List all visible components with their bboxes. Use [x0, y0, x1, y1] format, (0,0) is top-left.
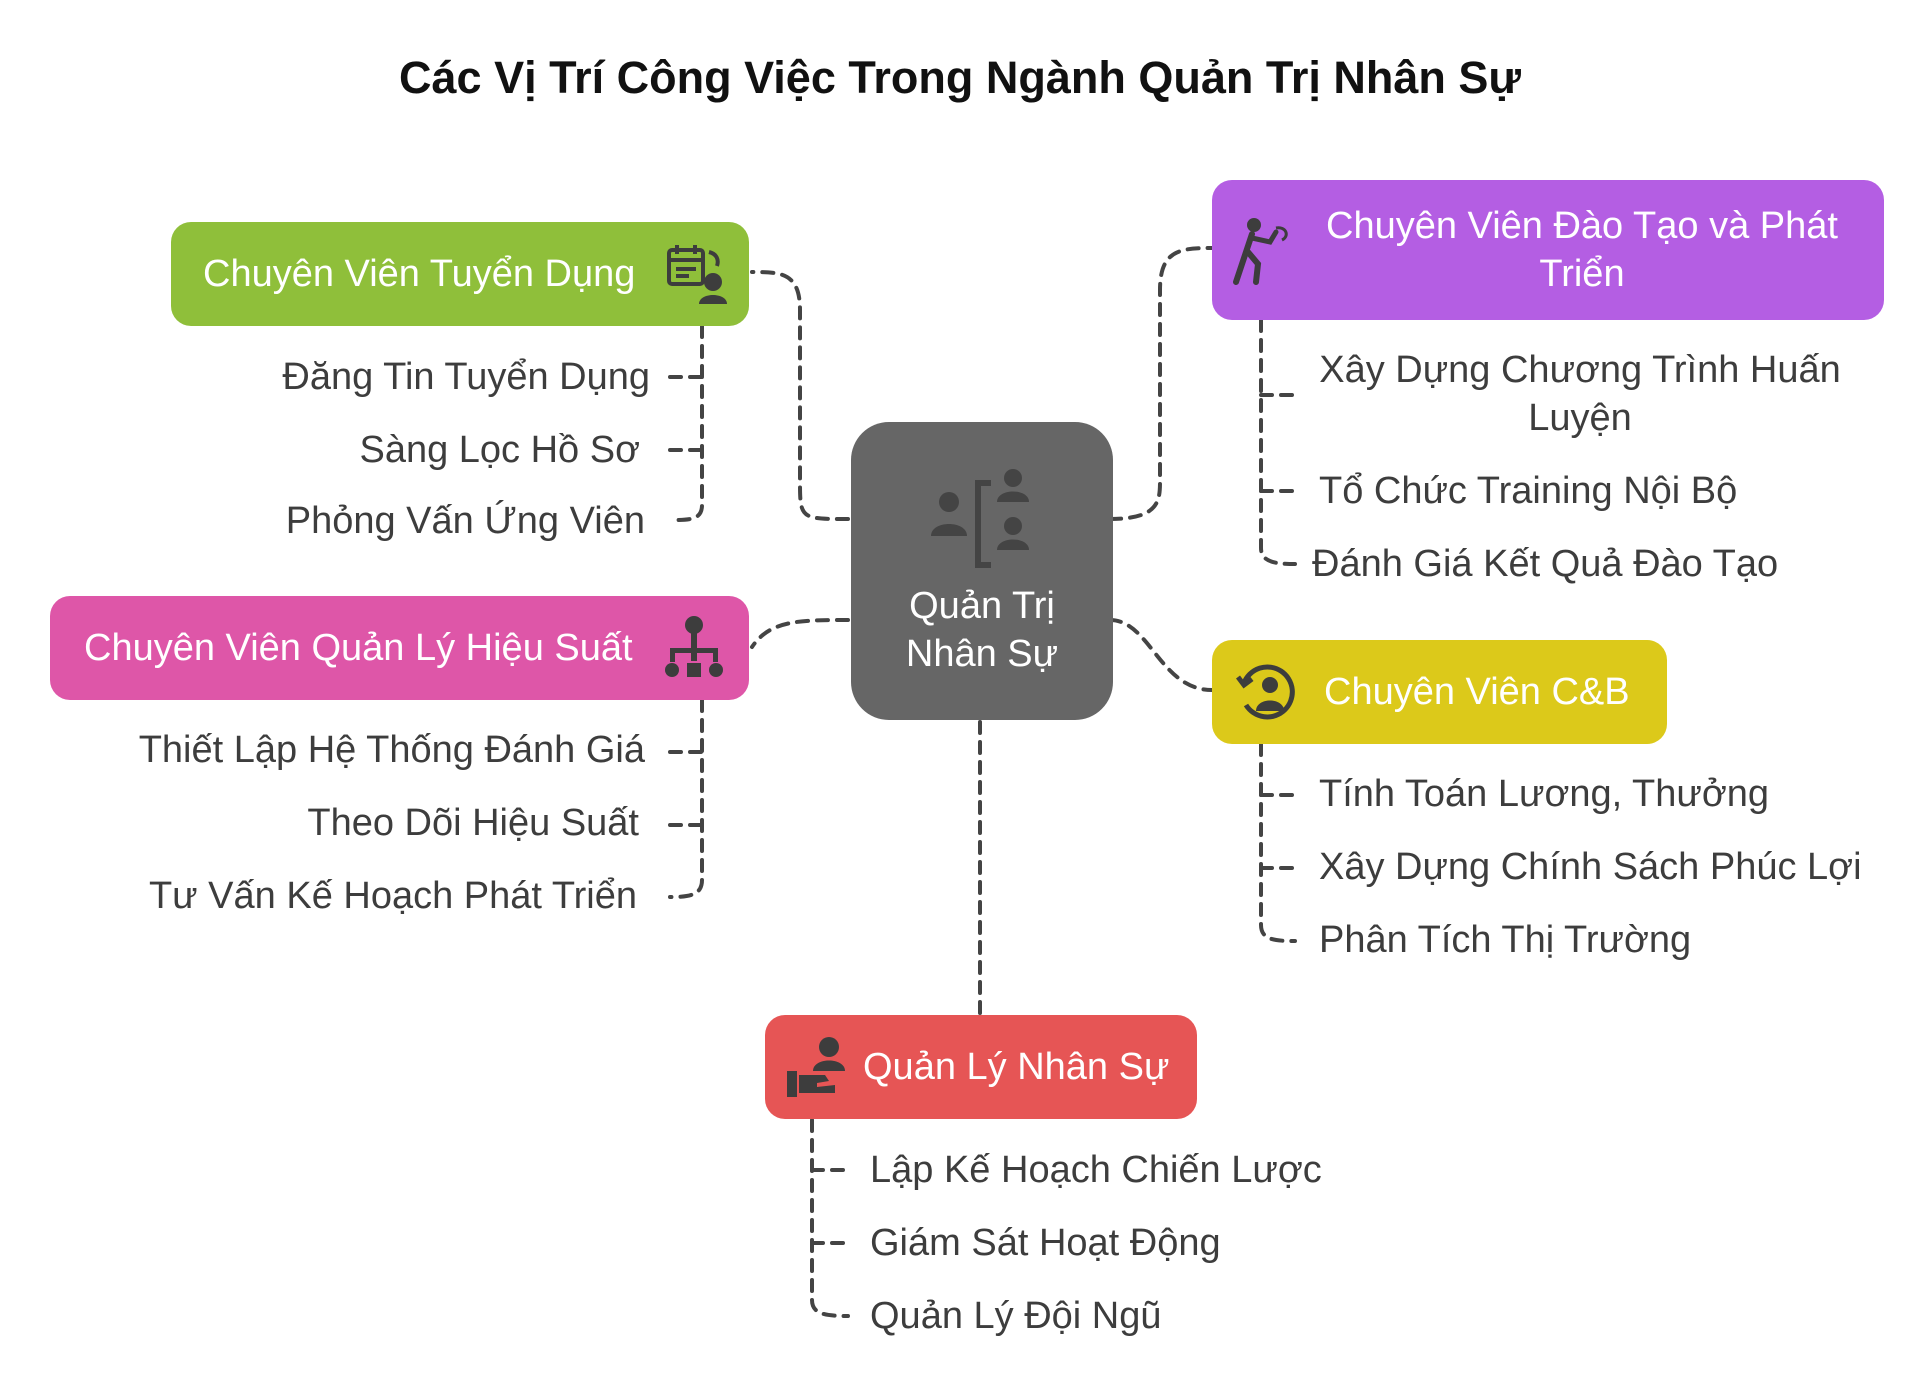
connector-center-recruitment	[750, 270, 850, 521]
training-item-3: Đánh Giá Kết Quả Đào Tạo	[1312, 543, 1779, 585]
calendar-person-icon	[667, 245, 727, 304]
connector-center-training	[1108, 246, 1214, 521]
training-item-2: Tổ Chức Training Nội Bộ	[1319, 470, 1738, 512]
cb-item-3: Phân Tích Thị Trường	[1319, 919, 1692, 961]
cb-node-label: Chuyên Viên C&B	[1324, 671, 1630, 713]
connector-management-trunk	[810, 1118, 850, 1318]
training-node-label: Chuyên Viên Đào Tạo và Phát Triển	[1326, 205, 1838, 295]
connector-recruitment-trunk	[668, 324, 704, 522]
performance-item-2: Theo Dõi Hiệu Suất	[307, 802, 639, 844]
person-cycle-icon	[1236, 664, 1295, 720]
performance-node-label: Chuyên Viên Quản Lý Hiệu Suất	[84, 627, 633, 669]
center-node-label: Quản Trị Nhân Sự	[905, 585, 1059, 675]
management-node-label: Quản Lý Nhân Sự	[863, 1046, 1170, 1088]
cb-item-2: Xây Dựng Chính Sách Phúc Lợi	[1319, 846, 1862, 888]
recruitment-item-1: Đăng Tin Tuyển Dụng	[282, 356, 650, 398]
people-hierarchy-icon	[931, 469, 1029, 568]
hand-person-icon	[787, 1037, 845, 1097]
performance-item-1: Thiết Lập Hệ Thống Đánh Giá	[138, 729, 645, 771]
connector-cb-trunk	[1259, 742, 1297, 943]
recruitment-node: Chuyên Viên Tuyển Dụng	[171, 222, 749, 326]
performance-item-3: Tư Vấn Kế Hoạch Phát Triển	[148, 875, 637, 917]
running-person-icon	[1233, 218, 1288, 285]
center-node: Quản Trị Nhân Sự	[851, 422, 1113, 720]
cb-node: Chuyên Viên C&B	[1212, 640, 1667, 744]
recruitment-item-2: Sàng Lọc Hồ Sơ	[359, 429, 640, 471]
cb-item-1: Tính Toán Lương, Thưởng	[1319, 773, 1770, 815]
connector-center-cb	[1108, 618, 1214, 692]
performance-node: Chuyên Viên Quản Lý Hiệu Suất	[50, 596, 749, 700]
management-item-2: Giám Sát Hoạt Động	[870, 1222, 1221, 1264]
management-item-3: Quản Lý Đội Ngũ	[870, 1295, 1162, 1337]
recruitment-item-3: Phỏng Vấn Ứng Viên	[285, 500, 645, 542]
recruitment-node-label: Chuyên Viên Tuyển Dụng	[203, 253, 636, 295]
connector-training-trunk	[1259, 318, 1297, 566]
management-item-1: Lập Kế Hoạch Chiến Lược	[870, 1149, 1322, 1191]
training-item-1: Xây Dựng Chương Trình Huấn Luyện	[1319, 349, 1841, 439]
connector-center-performance	[750, 618, 850, 649]
diagram-title: Các Vị Trí Công Việc Trong Ngành Quản Tr…	[399, 52, 1521, 103]
management-node: Quản Lý Nhân Sự	[765, 1015, 1197, 1119]
training-node: Chuyên Viên Đào Tạo và Phát Triển	[1212, 180, 1884, 320]
connector-performance-trunk	[668, 698, 704, 899]
org-chart-icon	[665, 616, 723, 677]
